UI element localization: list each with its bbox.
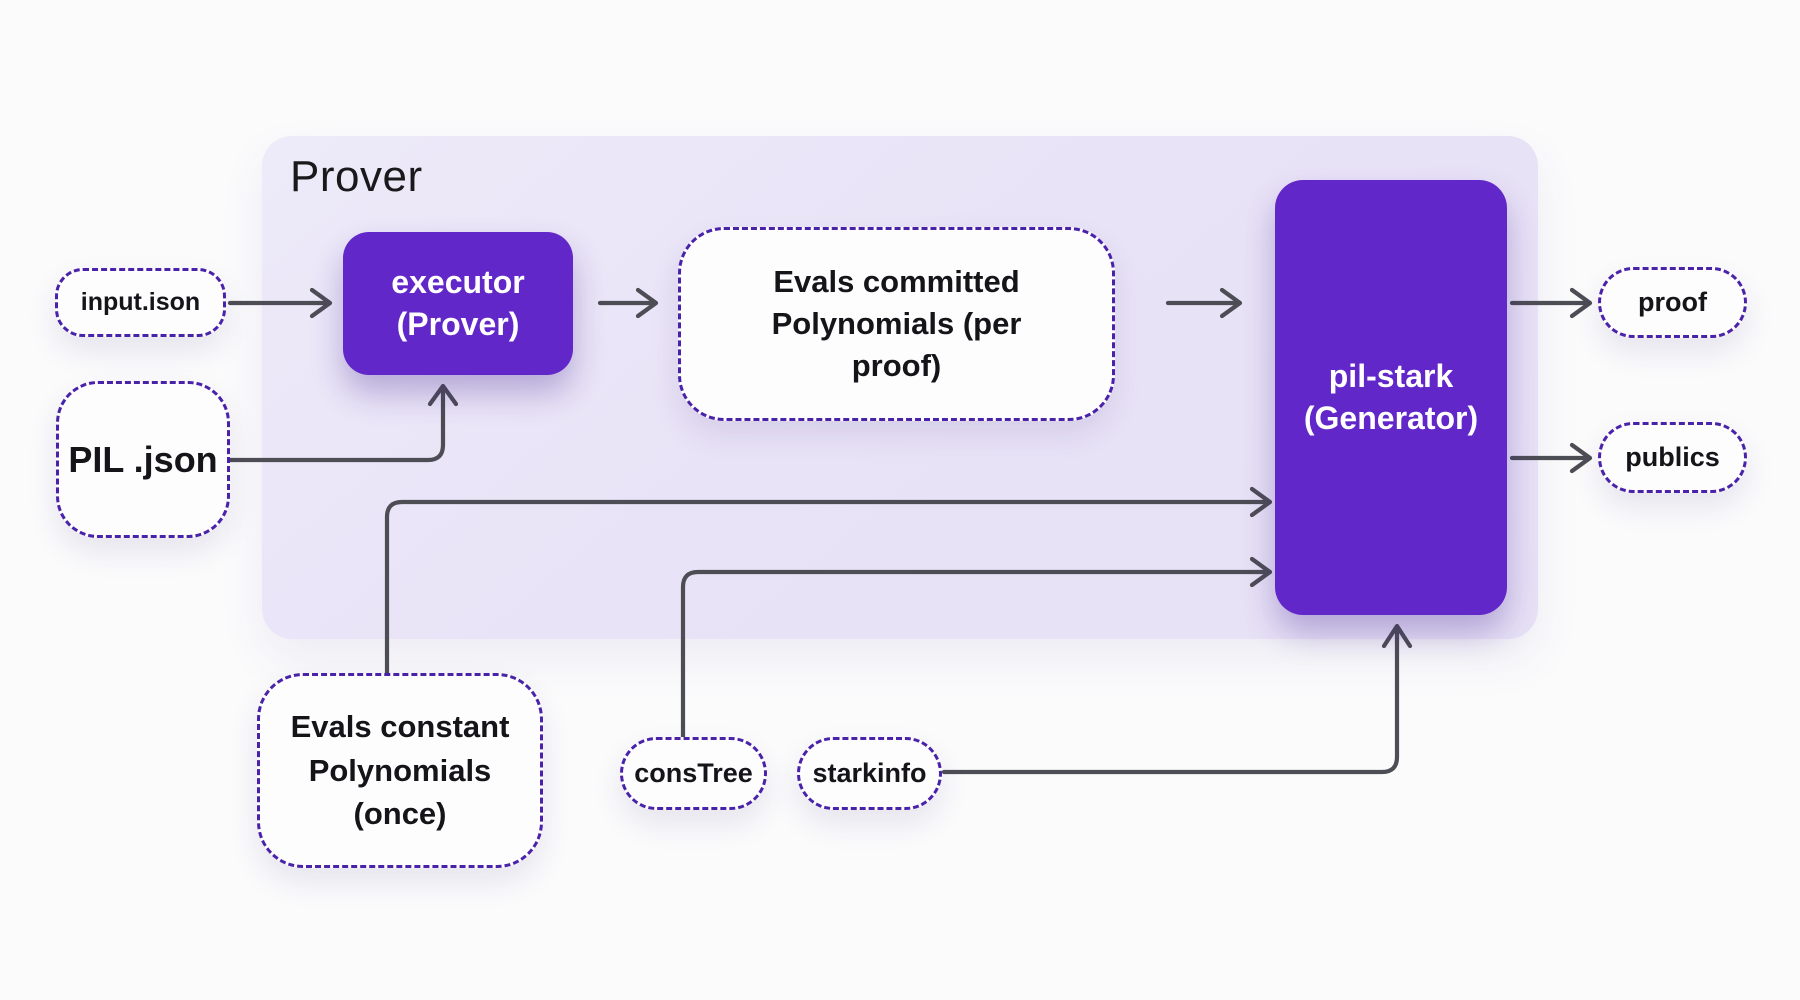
node-proof-label: proof [1638, 287, 1707, 317]
node-constree: consTree [620, 737, 767, 810]
node-publics: publics [1598, 422, 1747, 493]
node-proof: proof [1598, 267, 1747, 338]
node-input-json: input.ison [55, 268, 226, 337]
node-starkinfo: starkinfo [797, 737, 942, 810]
prover-label: Prover [290, 152, 423, 201]
node-pil-stark-line1: pil-stark [1328, 357, 1454, 394]
arrow-starkinfo-to-pilstark [941, 623, 1413, 775]
node-pil-json-label: PIL .json [68, 438, 218, 480]
node-evals-constant: Evals constant Polynomials (once) [257, 673, 543, 868]
node-publics-label: publics [1625, 442, 1720, 472]
node-constree-label: consTree [634, 758, 753, 788]
node-evals-constant-label: Evals constant Polynomials (once) [290, 709, 510, 832]
node-executor: executor (Prover) [343, 232, 573, 375]
node-pil-stark: pil-stark (Generator) [1275, 180, 1507, 615]
node-input-json-label: input.ison [80, 288, 201, 316]
node-executor-line1: executor [391, 263, 525, 300]
node-pil-stark-line2: (Generator) [1303, 399, 1479, 436]
node-starkinfo-label: starkinfo [812, 758, 927, 788]
node-pil-json: PIL .json [56, 381, 230, 538]
node-executor-line2: (Prover) [396, 305, 520, 342]
node-evals-committed: Evals committed Polynomials (per proof) [678, 227, 1115, 421]
node-evals-committed-label: Evals committed Polynomials (per proof) [771, 264, 1022, 383]
